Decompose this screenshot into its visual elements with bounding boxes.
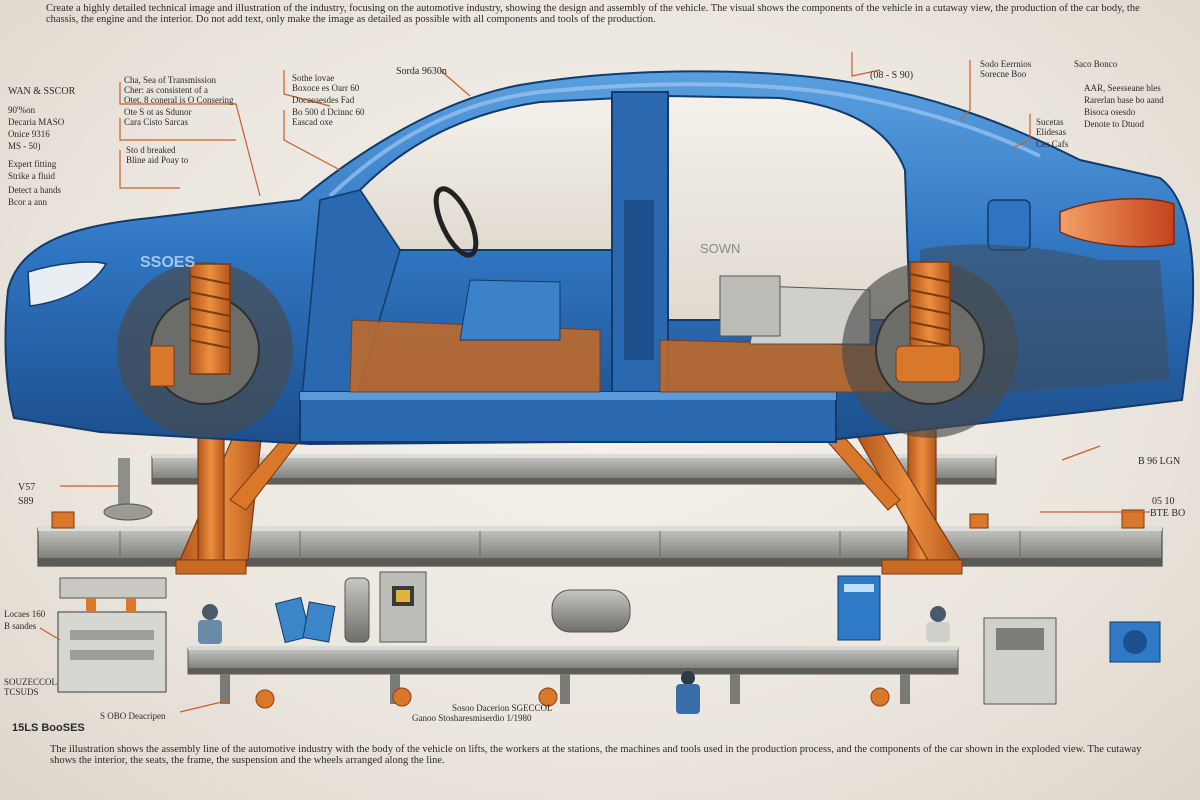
inner-badge: SOWN: [700, 241, 741, 256]
callout-3c: Docaeaesdes Fad: [292, 95, 355, 105]
callout-3d: Bo 500 d Dcinnc 60: [292, 107, 365, 117]
rear-wheel-assembly: [842, 261, 1018, 438]
left-low-4: B sandes: [4, 621, 37, 631]
label-top-left-5: MS - 50): [8, 141, 41, 151]
callout-3b: Boxoce es Oarr 60: [292, 83, 360, 93]
right-2d: Denote to Dtuod: [1084, 119, 1144, 129]
tool-press-machine: [57, 577, 167, 693]
worker-1: [198, 604, 222, 644]
door-badge: SSOES: [140, 254, 196, 271]
callout-2b: Bline aid Poay to: [126, 155, 189, 165]
callout-1d: Ote S ot as Sdunor: [124, 107, 192, 117]
right-1b: Sorecne Boo: [980, 69, 1027, 79]
tool-drum: [551, 589, 631, 633]
label-top-left-1: WAN & SSCOR: [8, 86, 76, 97]
callout-3a: Sothe lovae: [292, 73, 335, 83]
callout-1b: Cher: as consistent of a: [124, 85, 208, 95]
right-1c: Saco Bonco: [1074, 59, 1118, 69]
callout-6c: Ces Cafs: [1036, 139, 1069, 149]
left-low-5: SOUZECCOL: [4, 677, 58, 687]
callout-2a: Sto d breaked: [126, 145, 176, 155]
right-4: 05 10: [1152, 496, 1175, 507]
label-left-mid-3: Detect a hands: [8, 185, 61, 195]
right-3: B 96 LGN: [1138, 456, 1181, 467]
tool-cylinder-tank: [344, 577, 370, 643]
tool-inspection-machine: [983, 617, 1057, 705]
callout-1a: Cha, Sea of Transmission: [124, 75, 217, 85]
bottom-caption-1: Ganoo Stosharesmiserdio 1/1980: [412, 713, 532, 723]
label-top-left-4: Onice 9316: [8, 129, 50, 139]
rear-lift: [825, 419, 963, 575]
big-label: 15LS BooSES: [12, 722, 85, 734]
tool-blue-robot: [1109, 621, 1161, 663]
callout-3e: Eascad oxe: [292, 117, 333, 127]
left-low-2: S89: [18, 496, 34, 507]
lower-rail: [187, 646, 959, 709]
bottom-caption-2: Sosoo Dacerion SGECCOL: [452, 703, 553, 713]
callout-lines: [39, 52, 1150, 713]
callout-6b: Elidesas: [1036, 127, 1066, 137]
label-top-left-3: Decaria MASO: [8, 117, 65, 127]
label-left-mid-1: Expert fitting: [8, 159, 57, 169]
label-top-left-2: 90'%on: [8, 105, 36, 115]
label-left-mid-2: Strike a fluid: [8, 171, 55, 181]
worker-2: [676, 671, 700, 714]
front-wheel-assembly: [117, 262, 293, 438]
footer-paragraph: The illustration shows the assembly line…: [50, 744, 1142, 767]
callout-1c: Otet. 8 coneral is O Consering: [124, 95, 234, 105]
label-left-mid-4: Bcor a ann: [8, 197, 47, 207]
callout-1e: Cara Cisto Sarcas: [124, 117, 188, 127]
right-1a: Sodo Eerrnios: [980, 59, 1032, 69]
left-low-7: S OBO Deacripen: [100, 711, 166, 721]
right-2b: Rarerlan base bo aand: [1084, 95, 1164, 105]
front-lift: [175, 419, 301, 575]
tool-vice: [103, 458, 153, 521]
callout-6a: Sucetas: [1036, 117, 1064, 127]
left-low-3: Locaes 160: [4, 609, 46, 619]
tool-blue-press: [274, 596, 336, 644]
tool-blue-cabinet: [837, 575, 881, 641]
right-5: BTE BO: [1150, 508, 1186, 519]
right-2a: AAR, Seesseane bles: [1084, 83, 1161, 93]
left-low-1: V57: [18, 482, 36, 493]
left-low-6: TCSUDS: [4, 687, 39, 697]
callout-5: (08 - S 90): [870, 70, 914, 81]
tool-control-cabinet: [379, 571, 427, 643]
right-2c: Bisoca osesdo: [1084, 107, 1136, 117]
callout-4: Sorda 9630n: [396, 66, 447, 77]
worker-3: [926, 606, 950, 642]
header-paragraph: Create a highly detailed technical image…: [46, 3, 1140, 26]
